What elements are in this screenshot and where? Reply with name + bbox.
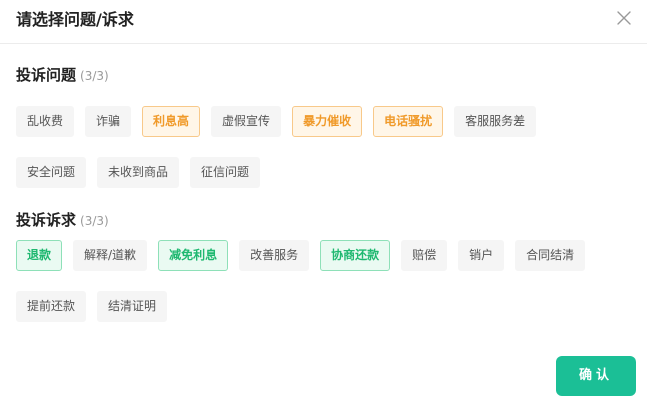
demands-title-text: 投诉诉求	[16, 211, 77, 229]
issue-tag[interactable]: 虚假宣传	[211, 106, 282, 137]
issue-tag[interactable]: 征信问题	[190, 157, 261, 188]
confirm-button[interactable]: 确认	[556, 356, 636, 396]
issue-tag[interactable]: 诈骗	[85, 106, 132, 137]
close-icon[interactable]	[615, 9, 633, 27]
issue-tag[interactable]: 未收到商品	[97, 157, 180, 188]
dialog-header: 请选择问题/诉求	[0, 0, 647, 44]
demand-tag[interactable]: 改善服务	[239, 240, 310, 271]
issue-tag[interactable]: 客服服务差	[454, 106, 537, 137]
demands-section-title: 投诉诉求(3/3)	[16, 210, 109, 231]
issues-tag-list: 乱收费 诈骗 利息高 虚假宣传 暴力催收 电话骚扰 客服服务差 安全问题 未收到…	[16, 106, 616, 188]
issues-title-text: 投诉问题	[16, 66, 77, 84]
demand-tag[interactable]: 结清证明	[97, 291, 168, 322]
issue-tag[interactable]: 安全问题	[16, 157, 87, 188]
demand-tag[interactable]: 赔偿	[401, 240, 448, 271]
issue-tag[interactable]: 乱收费	[16, 106, 75, 137]
demand-tag[interactable]: 减免利息	[158, 240, 229, 271]
dialog-title: 请选择问题/诉求	[16, 10, 134, 29]
demand-tag[interactable]: 合同结清	[515, 240, 586, 271]
issues-count: (3/3)	[80, 69, 109, 83]
demand-tag[interactable]: 提前还款	[16, 291, 87, 322]
demand-tag[interactable]: 销户	[458, 240, 505, 271]
issues-section-title: 投诉问题(3/3)	[16, 65, 109, 86]
demand-tag[interactable]: 解释/道歉	[73, 240, 148, 271]
demands-tag-list: 退款 解释/道歉 减免利息 改善服务 协商还款 赔偿 销户 合同结清 提前还款 …	[16, 240, 616, 322]
demands-count: (3/3)	[80, 214, 109, 228]
issue-tag[interactable]: 利息高	[142, 106, 201, 137]
issue-tag[interactable]: 暴力催收	[292, 106, 363, 137]
issue-tag[interactable]: 电话骚扰	[373, 106, 444, 137]
demand-tag[interactable]: 协商还款	[320, 240, 391, 271]
demand-tag[interactable]: 退款	[16, 240, 63, 271]
